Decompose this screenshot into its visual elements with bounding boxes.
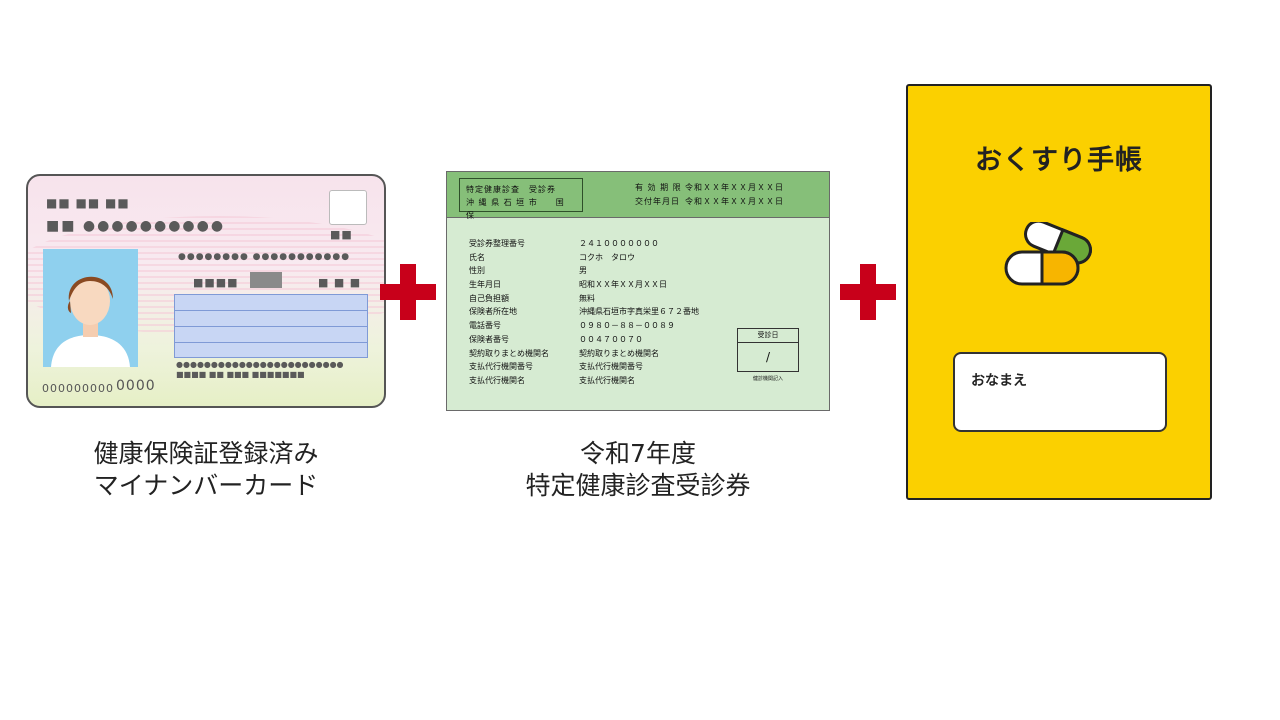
ticket-row: 契約取りまとめ機関名契約取りまとめ機関名 (469, 348, 659, 358)
ticket-row: 支払代行機関名支払代行機関名 (469, 375, 635, 385)
caption-line: 健康保険証登録済み (93, 439, 319, 468)
card-masked-text: ■■ (330, 228, 353, 241)
stamp-note: 健診機関記入 (752, 376, 783, 382)
ticket-row: 氏名コクホ タロウ (469, 252, 635, 262)
health-exam-ticket: 特定健康診査 受診券 沖 縄 県 石 垣 市 国 保 有 効 期 限令和ＸＸ年Ｘ… (446, 171, 830, 411)
validity-value: 令和ＸＸ年ＸＸ月ＸＸ日 (685, 183, 784, 192)
card-masked-text: ●●●●●●●● ●●●●●●●●●●● (178, 252, 351, 262)
mynumber-card-caption: 健康保険証登録済み マイナンバーカード (26, 438, 386, 502)
name-box: おなまえ (953, 352, 1167, 432)
card-masked-text: ■■ ■■ ■■ (46, 196, 130, 210)
mynumber-card: ■■ ■■ ■■ ■■ ●●●●●●●●●● ■■ ●●●●●●●● ●●●●●… (26, 174, 386, 408)
ticket-header: 特定健康診査 受診券 沖 縄 県 石 垣 市 国 保 有 効 期 限令和ＸＸ年Ｘ… (447, 172, 829, 220)
caption-line: 特定健康診査受診券 (525, 471, 751, 500)
card-chip (329, 190, 367, 225)
card-number: 000000000 (42, 382, 114, 395)
ticket-title-box: 特定健康診査 受診券 沖 縄 県 石 垣 市 国 保 (459, 178, 583, 220)
person-icon (51, 276, 130, 367)
stamp-slash: / (765, 350, 771, 364)
ticket-row: 性別男 (469, 266, 587, 276)
card-form-fields (174, 294, 368, 358)
medication-notebook: おくすり手帳 おなまえ (906, 84, 1212, 500)
plus-icon (840, 264, 896, 320)
card-masked-text: ■■ ●●●●●●●●●● (46, 218, 226, 234)
exam-date-stamp-box: 受診日 / (737, 328, 799, 372)
issue-date-label: 交付年月日 (635, 197, 680, 206)
validity-label: 有 効 期 限 (635, 183, 682, 192)
ticket-issuer: 沖 縄 県 石 垣 市 国 保 (466, 198, 565, 220)
exam-ticket-caption: 令和7年度 特定健康診査受診券 (446, 438, 830, 502)
caption-line: 令和7年度 (580, 439, 696, 468)
ticket-title: 特定健康診査 受診券 (466, 185, 556, 194)
card-masked-text: ●●●●●●●●●●●●●●●●●●●●●●●● (176, 360, 344, 369)
ticket-row: 保険者所在地沖縄県石垣市字真栄里６７２番地 (469, 307, 699, 317)
stamp-title: 受診日 (738, 329, 798, 343)
card-masked-text: ■ ■ ■ (318, 276, 362, 289)
capsule-pills-icon (1004, 222, 1092, 286)
card-masked-text: ■■■■ (193, 276, 239, 289)
card-photo (43, 249, 138, 367)
ticket-dates: 有 効 期 限令和ＸＸ年ＸＸ月ＸＸ日 交付年月日令和ＸＸ年ＸＸ月ＸＸ日 (635, 181, 784, 209)
name-label: おなまえ (971, 373, 1027, 389)
ticket-row: 自己負担額無料 (469, 293, 595, 303)
card-masked-text: ■■■■ ■■ ■■■ ■■■■■■■ (176, 370, 305, 379)
card-code: 0000 (116, 378, 156, 394)
issue-date-value: 令和ＸＸ年ＸＸ月ＸＸ日 (685, 197, 784, 206)
ticket-row: 支払代行機関番号支払代行機関番号 (469, 362, 643, 372)
ticket-row: 生年月日昭和ＸＸ年ＸＸ月ＸＸ日 (469, 280, 667, 290)
notebook-title: おくすり手帳 (975, 145, 1143, 176)
card-field-block (250, 272, 282, 288)
plus-icon (380, 264, 436, 320)
caption-line: マイナンバーカード (93, 471, 319, 500)
